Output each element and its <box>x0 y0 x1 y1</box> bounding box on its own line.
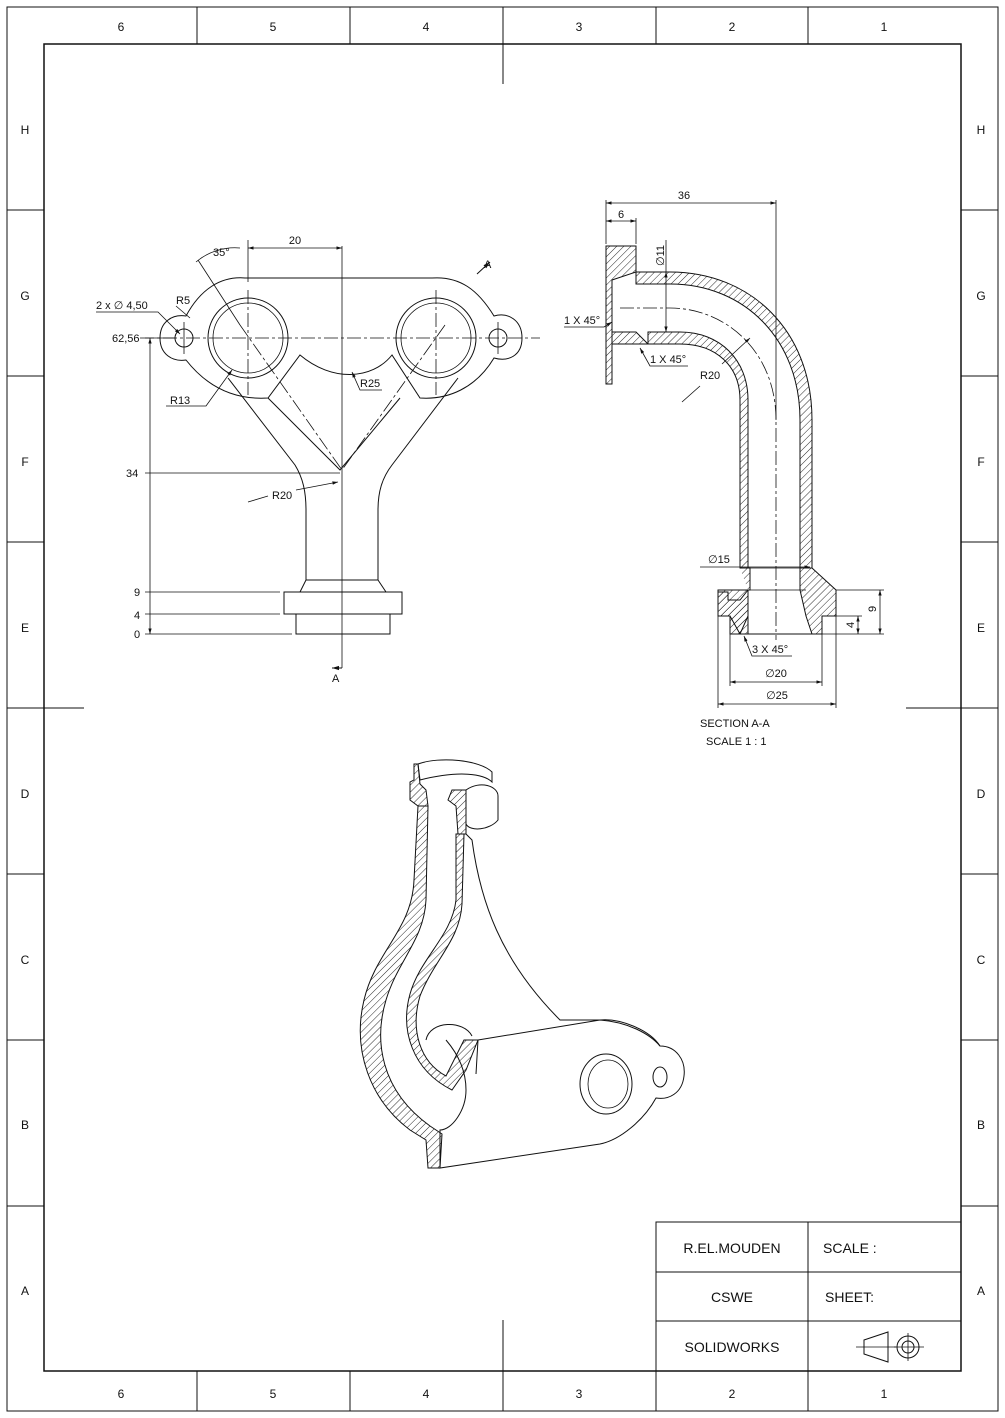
iso-body-outline <box>439 833 685 1169</box>
row-label-right: D <box>977 787 986 801</box>
dim-20: 20 <box>289 235 301 247</box>
row-label-right: E <box>977 621 985 635</box>
zone-labels: 6 5 4 3 2 1 6 5 4 3 2 1 H G F E D C B A … <box>20 20 985 1401</box>
row-label-right: G <box>976 289 985 303</box>
row-label-left: F <box>21 455 28 469</box>
dim-chamfer-top: 1 X 45° <box>564 315 600 327</box>
col-label-bottom: 1 <box>881 1387 888 1401</box>
dim-height-9: 9 <box>134 587 140 599</box>
inner-frame <box>43 43 962 1372</box>
col-label-bottom: 2 <box>729 1387 736 1401</box>
dim-6: 6 <box>618 209 624 221</box>
flange-outline <box>159 277 523 399</box>
col-label-top: 3 <box>576 20 583 34</box>
section-view: 36 6 ∅11 1 X 45° 1 X 45° R20 ∅15 9 4 3 X… <box>564 190 884 748</box>
dim-dia-20: ∅20 <box>765 668 787 680</box>
col-label-top: 5 <box>270 20 277 34</box>
software-name: SOLIDWORKS <box>685 1339 780 1355</box>
iso-top-cup <box>417 759 493 784</box>
y-body <box>227 377 459 580</box>
row-label-right: H <box>977 123 986 137</box>
row-label-left: H <box>21 123 30 137</box>
title-block: R.EL.MOUDEN SCALE : CSWE SHEET: SOLIDWOR… <box>655 1221 962 1372</box>
dim-height-0: 0 <box>134 629 140 641</box>
dim-height-34: 34 <box>126 468 138 480</box>
dim-holes: 2 x ∅ 4,50 <box>96 300 148 312</box>
outer-frame <box>6 6 999 1412</box>
row-label-right: A <box>977 1284 985 1298</box>
dim-4: 4 <box>845 622 857 628</box>
dim-r20: R20 <box>272 490 292 502</box>
first-angle-projection-icon <box>856 1331 924 1363</box>
section-top-flange <box>605 245 637 385</box>
dim-chamfer-inner: 1 X 45° <box>650 354 686 366</box>
dim-r25: R25 <box>360 378 380 390</box>
dim-dia-25: ∅25 <box>766 690 788 702</box>
iso-top-section <box>409 763 429 807</box>
col-label-top: 4 <box>423 20 430 34</box>
dim-9: 9 <box>867 606 879 612</box>
isometric-view <box>359 759 685 1169</box>
base-flange <box>283 591 403 615</box>
dim-angle: 35° <box>213 247 230 259</box>
dim-r5: R5 <box>176 295 190 307</box>
centerline-left-branch <box>239 324 343 471</box>
row-label-left: G <box>20 289 29 303</box>
certification: CSWE <box>711 1289 753 1305</box>
zone-ticks <box>7 7 998 1411</box>
dim-r13: R13 <box>170 395 190 407</box>
col-label-top: 1 <box>881 20 888 34</box>
row-label-left: B <box>21 1118 29 1132</box>
iso-stem-wall-outer <box>359 805 443 1169</box>
section-scale: SCALE 1 : 1 <box>706 736 767 748</box>
row-label-left: E <box>21 621 29 635</box>
dim-height-total: 62,56 <box>112 333 140 345</box>
section-curved-wall <box>635 271 813 569</box>
section-marker-bottom: A <box>332 673 340 685</box>
section-centerline <box>620 307 777 640</box>
dim-dia-11: ∅11 <box>655 245 667 266</box>
iso-stem-wall-inner <box>406 833 479 1091</box>
dim-36: 36 <box>678 190 690 202</box>
dim-chamfer-bottom: 3 X 45° <box>752 644 788 656</box>
row-label-right: F <box>977 455 984 469</box>
author-name: R.EL.MOUDEN <box>683 1240 780 1256</box>
sheet-label: SHEET: <box>825 1289 874 1305</box>
section-title: SECTION A-A <box>700 718 770 730</box>
row-label-right: C <box>977 953 986 967</box>
dim-dia-15: ∅15 <box>708 554 730 566</box>
col-label-top: 2 <box>729 20 736 34</box>
dim-radius-r20: R20 <box>700 370 720 382</box>
iso-bolt-hole <box>652 1066 668 1088</box>
base-boss <box>295 613 391 635</box>
iso-bore <box>579 1053 633 1115</box>
col-label-bottom: 4 <box>423 1387 430 1401</box>
row-label-left: A <box>21 1284 29 1298</box>
col-label-bottom: 3 <box>576 1387 583 1401</box>
col-label-bottom: 6 <box>118 1387 125 1401</box>
front-view: A A 20 35° 2 x ∅ 4,50 R5 62,56 R13 R25 3… <box>96 235 540 685</box>
row-label-left: C <box>21 953 30 967</box>
row-label-left: D <box>21 787 30 801</box>
base-chamfer <box>299 579 387 593</box>
col-label-bottom: 5 <box>270 1387 277 1401</box>
col-label-top: 6 <box>118 20 125 34</box>
section-marker-top: A <box>484 259 492 271</box>
dim-height-4: 4 <box>134 610 140 622</box>
row-label-right: B <box>977 1118 985 1132</box>
scale-label: SCALE : <box>823 1240 877 1256</box>
